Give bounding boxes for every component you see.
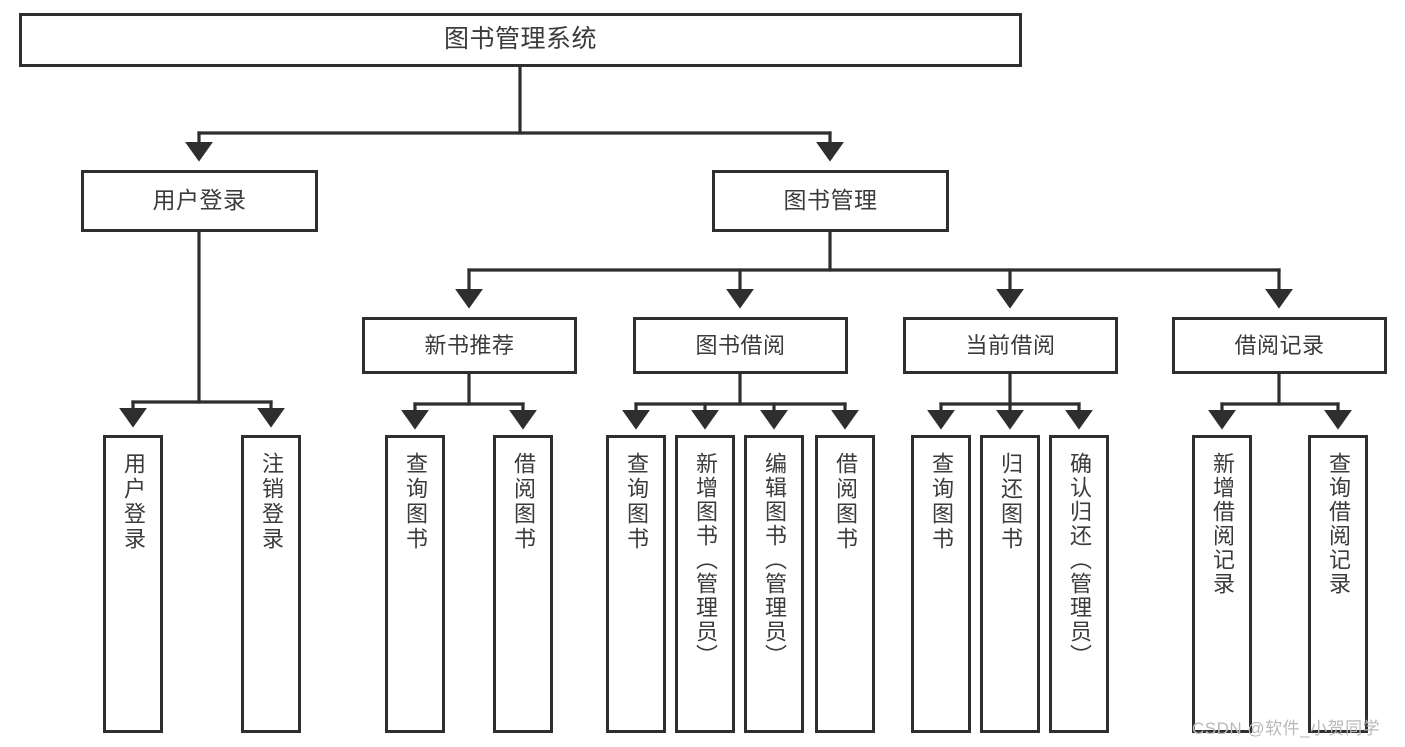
node-leaf-query-record[interactable]: 查询借阅记录 (1308, 435, 1368, 733)
node-leaf-query-book-3-label: 查询图书 (929, 452, 954, 552)
node-book-management[interactable]: 图书管理 (712, 170, 949, 232)
node-leaf-query-book-1-label: 查询图书 (403, 452, 428, 552)
node-leaf-borrow-book-2[interactable]: 借阅图书 (815, 435, 875, 733)
node-book-management-label: 图书管理 (783, 187, 878, 214)
node-new-book-recommend-label: 新书推荐 (424, 332, 515, 358)
node-leaf-query-book-3[interactable]: 查询图书 (911, 435, 971, 733)
node-root[interactable]: 图书管理系统 (19, 13, 1022, 67)
node-leaf-add-record-label: 新增借阅记录 (1210, 452, 1235, 596)
node-borrow-record-label: 借阅记录 (1234, 332, 1325, 358)
node-leaf-confirm-return[interactable]: 确认归还（管理员） (1049, 435, 1109, 733)
node-leaf-add-record[interactable]: 新增借阅记录 (1192, 435, 1252, 733)
node-current-borrow[interactable]: 当前借阅 (903, 317, 1118, 374)
node-leaf-return-book[interactable]: 归还图书 (980, 435, 1040, 733)
node-user-login[interactable]: 用户登录 (81, 170, 318, 232)
node-leaf-add-book[interactable]: 新增图书（管理员） (675, 435, 735, 733)
node-leaf-query-record-label: 查询借阅记录 (1326, 452, 1351, 596)
node-new-book-recommend[interactable]: 新书推荐 (362, 317, 577, 374)
node-leaf-edit-book-label: 编辑图书（管理员） (762, 452, 787, 668)
node-leaf-query-book-2-label: 查询图书 (624, 452, 649, 552)
csdn-watermark: CSDN @软件_小贺同学 (1192, 719, 1381, 738)
node-leaf-user-login[interactable]: 用户登录 (103, 435, 163, 733)
node-leaf-logout-login[interactable]: 注销登录 (241, 435, 301, 733)
node-leaf-logout-login-label: 注销登录 (259, 452, 284, 552)
node-user-login-label: 用户登录 (152, 187, 247, 214)
node-leaf-query-book-1[interactable]: 查询图书 (385, 435, 445, 733)
node-leaf-confirm-return-label: 确认归还（管理员） (1067, 452, 1092, 668)
node-leaf-edit-book[interactable]: 编辑图书（管理员） (744, 435, 804, 733)
node-book-borrow[interactable]: 图书借阅 (633, 317, 848, 374)
node-book-borrow-label: 图书借阅 (695, 332, 786, 358)
node-leaf-user-login-label: 用户登录 (121, 452, 146, 552)
node-borrow-record[interactable]: 借阅记录 (1172, 317, 1387, 374)
node-root-label: 图书管理系统 (443, 25, 597, 54)
node-current-borrow-label: 当前借阅 (965, 332, 1056, 358)
node-leaf-borrow-book-1[interactable]: 借阅图书 (493, 435, 553, 733)
node-leaf-query-book-2[interactable]: 查询图书 (606, 435, 666, 733)
node-leaf-return-book-label: 归还图书 (998, 452, 1023, 552)
node-leaf-add-book-label: 新增图书（管理员） (693, 452, 718, 668)
node-leaf-borrow-book-2-label: 借阅图书 (833, 452, 858, 552)
node-leaf-borrow-book-1-label: 借阅图书 (511, 452, 536, 552)
